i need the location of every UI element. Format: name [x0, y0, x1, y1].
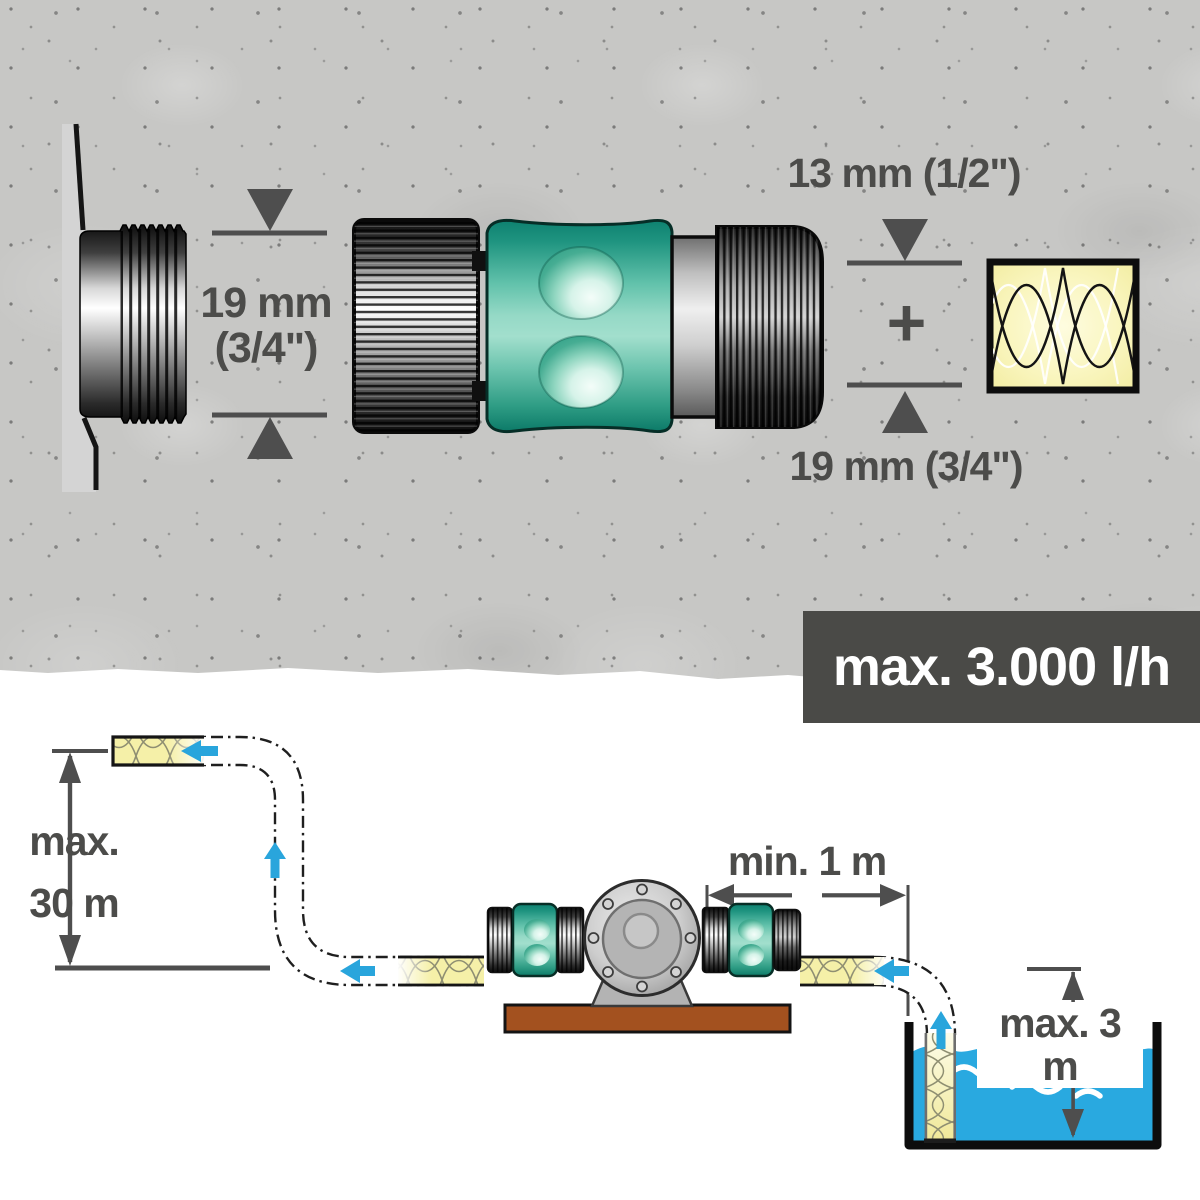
connector-release-button	[538, 335, 624, 409]
delivery-height-label: max. 30 m	[29, 818, 119, 926]
hose-cross-section-icon	[986, 258, 1140, 394]
connector-body	[485, 218, 674, 434]
suction-depth-label: max. 3 m	[977, 1001, 1143, 1089]
flow-rate-label: max. 3.000 l/h	[832, 637, 1171, 697]
pump-distance-label: min. 1 m	[727, 838, 887, 884]
connector-collar	[670, 235, 719, 419]
suction-tube-in-water	[924, 1033, 956, 1143]
delivery-hose-outlet-segment	[111, 735, 206, 767]
delivery-hose-pump-segment	[398, 955, 484, 987]
connector-release-button	[538, 246, 624, 320]
hose-dimension-small-label: 13 mm (1/2")	[787, 150, 1021, 196]
tap-thread-adapter	[62, 123, 187, 492]
tap-dimension-label: 19 mm (3/4")	[200, 279, 332, 373]
tap-thread-cylinder	[79, 224, 187, 424]
distance-dimension-1m	[705, 884, 910, 1016]
plus-sign: +	[886, 285, 927, 361]
wood-plank	[503, 1003, 792, 1034]
pump-left-connector	[486, 902, 585, 978]
flow-arrow-left-top	[181, 740, 218, 762]
flow-arrow-left-suction	[874, 959, 909, 983]
container-walls	[904, 1022, 1162, 1150]
hose-dimension-large-label: 19 mm (3/4")	[789, 443, 1023, 489]
delivery-hose	[111, 735, 484, 987]
flow-rate-banner: max. 3.000 l/h	[803, 611, 1200, 723]
height-dimension-30m	[52, 749, 270, 971]
flow-arrow-up-mid	[264, 842, 286, 878]
dimension-19mm-tap	[212, 189, 327, 459]
flow-arrow-up-tube	[930, 1011, 952, 1049]
flow-arrows	[181, 740, 952, 1049]
flow-arrow-left-bottom	[340, 959, 375, 983]
dimension-13-19mm-hose	[847, 219, 962, 433]
pump	[486, 879, 802, 1034]
suction-hose-pump-segment	[800, 955, 888, 987]
pump-right-connector	[701, 902, 802, 978]
quick-connector	[352, 218, 824, 434]
pump-bolts	[587, 883, 697, 993]
